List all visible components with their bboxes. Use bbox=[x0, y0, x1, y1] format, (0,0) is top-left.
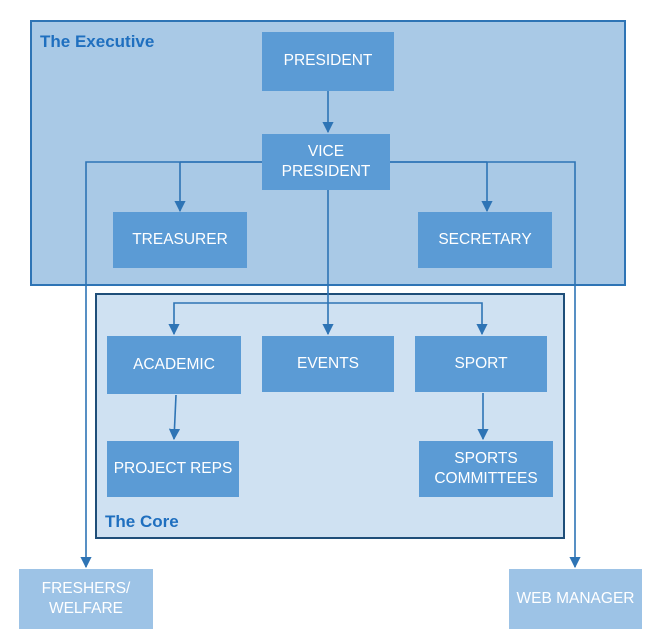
edge-vice-president-freshers-welfare bbox=[80, 161, 262, 569]
edge-vice-president-web-manager bbox=[390, 161, 581, 569]
academic-node: ACADEMIC bbox=[107, 336, 241, 394]
core-group-title: The Core bbox=[105, 512, 179, 531]
vice-president-node: VICE PRESIDENT bbox=[262, 134, 390, 190]
freshers-welfare-node: FRESHERS/ WELFARE bbox=[19, 569, 153, 629]
secretary-node: SECRETARY bbox=[418, 212, 552, 268]
sports-committees-node: SPORTS COMMITTEES bbox=[419, 441, 553, 497]
events-node: EVENTS bbox=[262, 336, 394, 392]
executive-group-title: The Executive bbox=[40, 32, 155, 51]
edge-vice-president-sport bbox=[328, 302, 488, 336]
president-node: PRESIDENT bbox=[262, 32, 394, 91]
treasurer-node: TREASURER bbox=[113, 212, 247, 268]
project-reps-node: PROJECT REPS bbox=[107, 441, 239, 497]
edge-vice-president-academic bbox=[168, 302, 328, 336]
sport-node: SPORT bbox=[415, 336, 547, 392]
edge-academic-project-reps bbox=[168, 394, 181, 441]
web-manager-node: WEB MANAGER bbox=[509, 569, 642, 629]
